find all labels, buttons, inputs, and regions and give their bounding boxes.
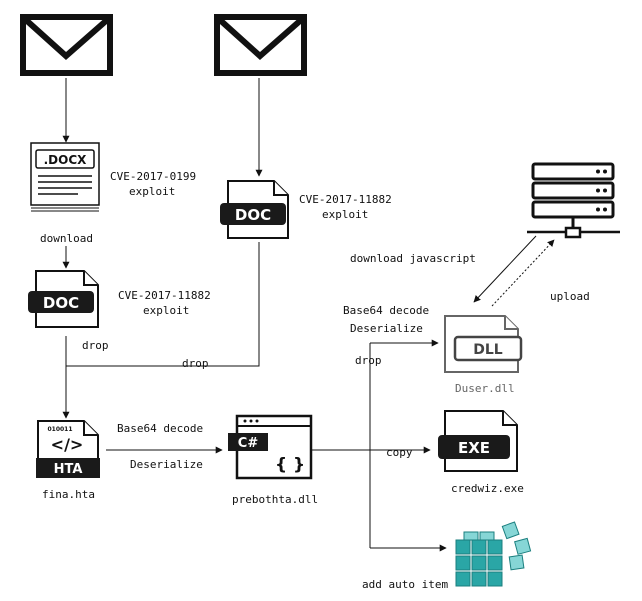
label-cve-11882: CVE-2017-11882 <box>118 289 211 302</box>
label-upload: upload <box>550 290 590 303</box>
label-drop: drop <box>355 354 382 367</box>
doc-tag: DOC <box>235 206 271 224</box>
doc-file-icon: DOC <box>220 180 289 239</box>
label-download-javascript: download javascript <box>350 252 476 265</box>
registry-cubes-icon <box>455 521 532 587</box>
braces-icon: { } <box>275 455 305 475</box>
label-copy: copy <box>386 446 413 459</box>
hta-bits: 010011 <box>47 426 72 433</box>
code-icon: </> <box>51 435 84 454</box>
arrow-server-to-duser <box>473 235 537 303</box>
envelope-icon <box>214 14 307 76</box>
label-exploit: exploit <box>143 304 189 317</box>
file-name-prebothta-dll: prebothta.dll <box>232 493 318 506</box>
label-deserialize: Deserialize <box>350 322 423 335</box>
label-base64-decode: Base64 decode <box>343 304 429 317</box>
hta-file-icon: 010011 </> HTA <box>36 420 100 478</box>
exe-tag: EXE <box>458 439 490 457</box>
label-exploit: exploit <box>322 208 368 221</box>
exe-file-icon: EXE <box>438 410 518 472</box>
label-download: download <box>40 232 93 245</box>
arrow-duser-to-server-upload <box>491 239 555 307</box>
dll-tag: DLL <box>473 342 503 358</box>
hta-tag: HTA <box>54 462 83 477</box>
docx-tag: .DOCX <box>44 153 88 167</box>
line-doc2-drop <box>66 242 260 367</box>
label-cve-11882: CVE-2017-11882 <box>299 193 392 206</box>
label-base64-decode: Base64 decode <box>117 422 203 435</box>
label-exploit: exploit <box>129 185 175 198</box>
label-cve-0199: CVE-2017-0199 <box>110 170 196 183</box>
dll-file-icon: DLL <box>444 315 523 373</box>
file-name-fina-hta: fina.hta <box>42 488 95 501</box>
label-add-auto-item: add auto item <box>362 578 448 591</box>
doc-tag: DOC <box>43 294 79 312</box>
file-name-duser-dll: Duser.dll <box>455 382 515 395</box>
label-drop: drop <box>82 339 109 352</box>
docx-file-icon: .DOCX <box>30 142 100 212</box>
file-name-credwiz-exe: credwiz.exe <box>451 482 524 495</box>
label-drop: drop <box>182 357 209 370</box>
csharp-tag: C# <box>238 436 259 451</box>
server-icon <box>527 162 620 239</box>
connectors <box>62 78 555 552</box>
label-deserialize: Deserialize <box>130 458 203 471</box>
envelope-icon <box>20 14 113 76</box>
doc-file-icon: DOC <box>28 270 99 328</box>
csharp-window-icon: C# { } <box>228 414 313 480</box>
